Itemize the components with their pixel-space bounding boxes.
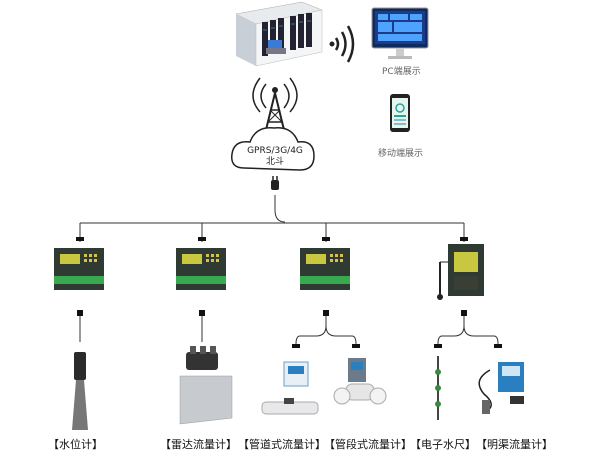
network-label-line2: 北斗 [265, 157, 284, 167]
open-channel-flow-sensor [478, 362, 524, 414]
water-level-sensor [72, 352, 88, 430]
section-flow-sensor [333, 358, 387, 405]
network-label: GPRS/3G/4G 北斗 [240, 146, 310, 168]
device-label-water-level: 【水位计】 [48, 438, 103, 451]
radar-flow-sensor [179, 346, 233, 425]
electronic-water-ruler [435, 356, 441, 420]
mobile-display-label: 移动端展示 [378, 149, 424, 159]
device-label-radar-flow: 【雷达流量计】 [160, 438, 237, 451]
device-label-open-channel: 【明渠流量计】 [476, 438, 553, 451]
rtu-unit-4 [448, 244, 484, 296]
pc-display-label: PC端展示 [382, 67, 421, 77]
trunk-wire [274, 195, 286, 223]
device-label-electronic-ruler: 【电子水尺】 [410, 438, 476, 451]
device-label-pipe-flow: 【管道式流量计】 [238, 438, 326, 451]
rtu-unit-1 [54, 248, 104, 290]
pipe-flow-sensor [261, 361, 319, 415]
device-label-section-flow: 【管段式流量计】 [324, 438, 412, 451]
rtu-unit-3 [300, 248, 350, 290]
network-label-line1: GPRS/3G/4G [247, 146, 303, 156]
rtu-unit-2 [176, 248, 226, 290]
